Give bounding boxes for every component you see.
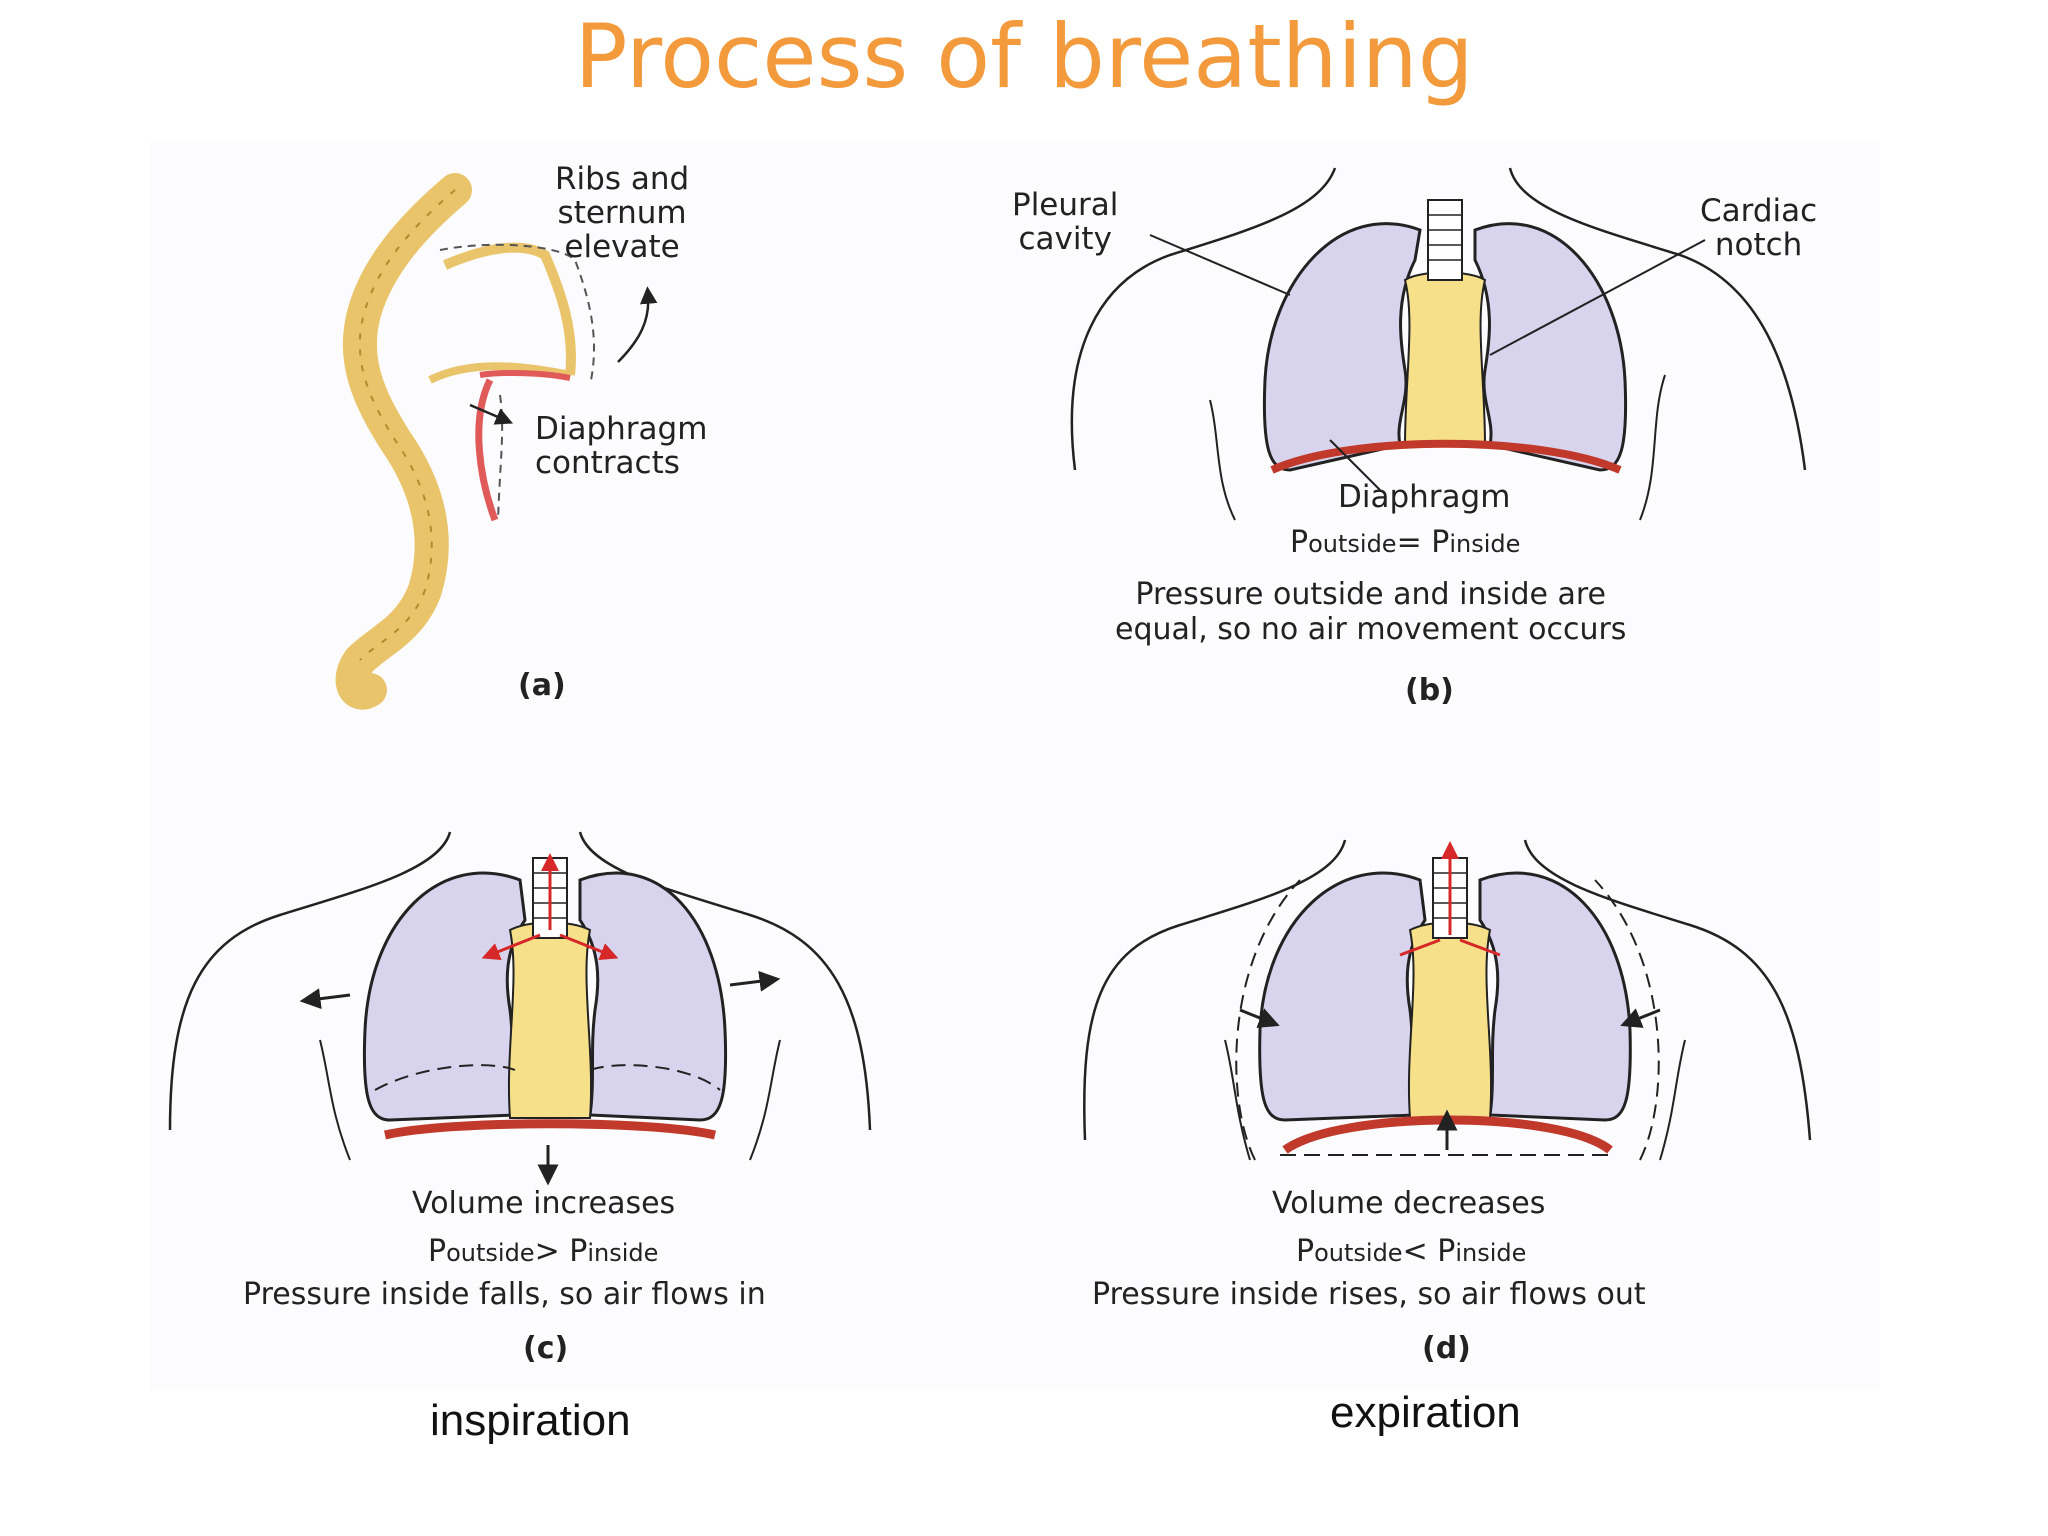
panel-c-caption: Pressure inside falls, so air flows in: [243, 1277, 766, 1312]
panel-b-caption: Pressure outside and inside are equal, s…: [1115, 577, 1627, 647]
panel-c-pressure-relation: Poutside> Pinside: [428, 1234, 659, 1269]
panel-a-letter: (a): [518, 668, 566, 703]
inspiration-label: inspiration: [430, 1396, 631, 1445]
page-title: Process of breathing: [574, 5, 1474, 108]
panel-d-volume-label: Volume decreases: [1272, 1186, 1546, 1221]
panel-a-diaphragm-label: Diaphragm contracts: [535, 411, 708, 482]
panel-c-letter: (c): [523, 1331, 569, 1366]
panel-b-diaphragm-label: Diaphragm: [1338, 479, 1511, 515]
panel-b-pressure-relation: Poutside= Pinside: [1290, 525, 1521, 560]
expiration-label: expiration: [1330, 1388, 1521, 1437]
panel-c-volume-label: Volume increases: [412, 1186, 676, 1221]
panel-b-letter: (b): [1405, 673, 1454, 708]
panel-d-torso-illustration: [1083, 839, 1812, 1161]
panel-d-caption: Pressure inside rises, so air flows out: [1092, 1277, 1646, 1312]
panel-b-cardiac-label: Cardiac notch: [1700, 193, 1818, 264]
panel-a-spine-illustration: [335, 173, 658, 710]
panel-d-letter: (d): [1422, 1331, 1471, 1366]
panel-c-torso-illustration: [168, 831, 872, 1186]
panel-b-pleural-label: Pleural cavity: [1012, 187, 1119, 258]
panel-d-pressure-relation: Poutside< Pinside: [1296, 1234, 1527, 1269]
panel-b-torso-illustration: [1070, 167, 1807, 521]
panel-a-ribs-label: Ribs and sternum elevate: [555, 161, 690, 266]
